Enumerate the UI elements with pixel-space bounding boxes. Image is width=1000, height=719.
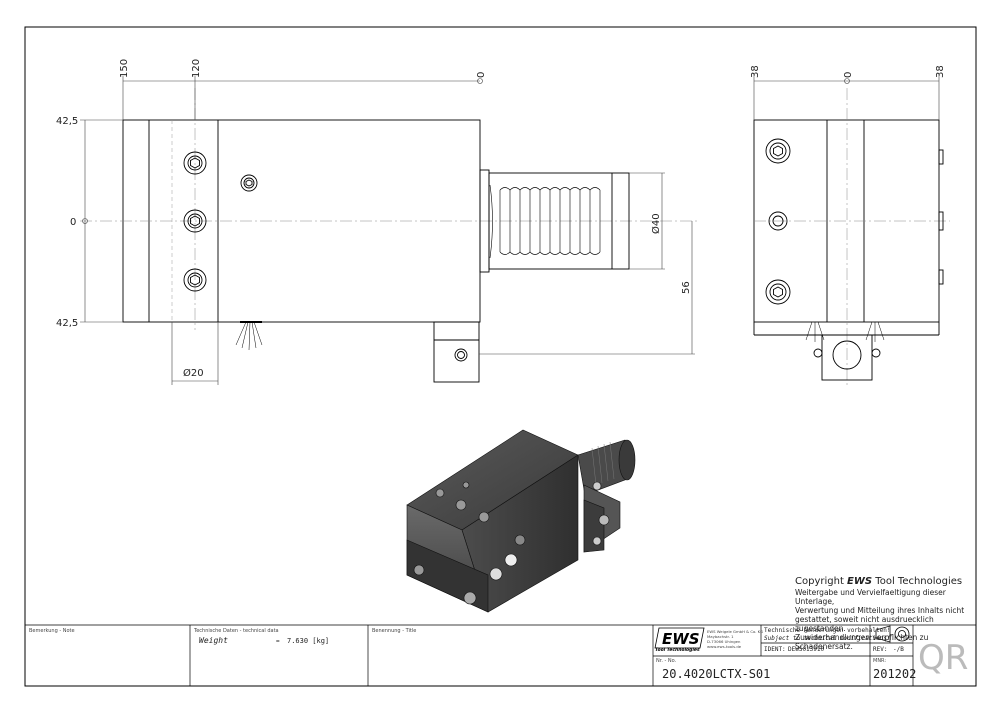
logo-subtitle: Tool Technologies bbox=[655, 648, 700, 653]
sheet-border bbox=[24, 26, 977, 687]
technical-data-label: Technische Daten - technical data bbox=[194, 628, 279, 634]
copyright-line: gestattet, soweit nicht ausdruecklich zu… bbox=[795, 615, 934, 633]
copyright-notice: Copyright EWS Tool Technologies Weiterga… bbox=[795, 576, 975, 651]
front-view bbox=[80, 88, 700, 383]
socket-screw-2 bbox=[183, 209, 207, 233]
dim-42-5-bottom: 42,5 bbox=[56, 318, 78, 329]
rev-label: REV: bbox=[873, 646, 888, 653]
side-dim-0: 0 bbox=[843, 72, 854, 78]
change-notice-en: Subject to technical modifications! bbox=[764, 635, 891, 642]
title-label: Benennung - Title bbox=[372, 628, 417, 634]
socket-screw-1 bbox=[183, 151, 207, 175]
side-dimensions bbox=[753, 76, 940, 120]
title-block-lines bbox=[25, 624, 976, 686]
copyright-line: Weitergabe und Vervielfaeltigung dieser … bbox=[795, 588, 946, 606]
dim-d40: Ø40 bbox=[650, 213, 662, 234]
coolant-spray bbox=[235, 321, 263, 351]
side-view bbox=[753, 88, 950, 385]
copyright-title: Copyright EWS Tool Technologies bbox=[795, 576, 963, 587]
dim-0-vertical: 0 bbox=[70, 217, 76, 228]
side-screw-2 bbox=[768, 211, 788, 231]
ident-label: IDENT: bbox=[764, 646, 786, 653]
dim-56: 56 bbox=[681, 281, 692, 294]
isometric-view bbox=[406, 429, 636, 613]
ews-logo: EWS bbox=[654, 627, 705, 649]
part-number: 20.4020LCTX-S01 bbox=[662, 667, 771, 681]
side-spray bbox=[805, 321, 885, 342]
shank-serrations bbox=[489, 184, 601, 259]
weight-equals: = bbox=[276, 638, 280, 645]
qr-code-placeholder: QR bbox=[918, 638, 969, 678]
copyright-line: Zuwiderhandlungen verpflichten zu Schade… bbox=[795, 633, 929, 651]
weight-label: Weight bbox=[199, 636, 228, 645]
dim-120: 120 bbox=[191, 59, 202, 78]
rev-value: -/B bbox=[893, 646, 904, 653]
ident-value: DEWS013910 bbox=[788, 646, 825, 653]
dim-42-5-top: 42,5 bbox=[56, 116, 78, 127]
side-dim-38-left: 38 bbox=[750, 65, 761, 78]
number-label: Nr. - No. bbox=[656, 658, 677, 664]
side-dim-38-right: 38 bbox=[935, 65, 946, 78]
dim-150: 150 bbox=[119, 59, 130, 78]
side-screw-3 bbox=[765, 279, 791, 305]
mnr-value: 201202 bbox=[873, 667, 917, 681]
dim-0-horizontal: 0 bbox=[476, 72, 487, 78]
company-address: EWS Weigele GmbH & Co. KG Maybachstr. 1 … bbox=[707, 629, 764, 649]
note-label: Bemerkung - Note bbox=[29, 628, 75, 634]
projection-symbol-icon bbox=[875, 625, 910, 643]
copyright-line: Verwertung und Mitteilung ihres Inhalts … bbox=[795, 606, 965, 615]
dim-d20: Ø20 bbox=[183, 367, 204, 379]
front-dimensions bbox=[80, 76, 695, 385]
socket-screw-3 bbox=[183, 268, 207, 292]
small-screw bbox=[240, 174, 258, 192]
side-screw-1 bbox=[765, 138, 791, 164]
change-notice-de: Technische Aenderungen vorbehalten! bbox=[764, 627, 891, 634]
svg-text:EWS: EWS bbox=[662, 630, 700, 648]
mnr-label: MNR: bbox=[873, 658, 887, 664]
weight-value: 7.630 [kg] bbox=[287, 637, 330, 645]
